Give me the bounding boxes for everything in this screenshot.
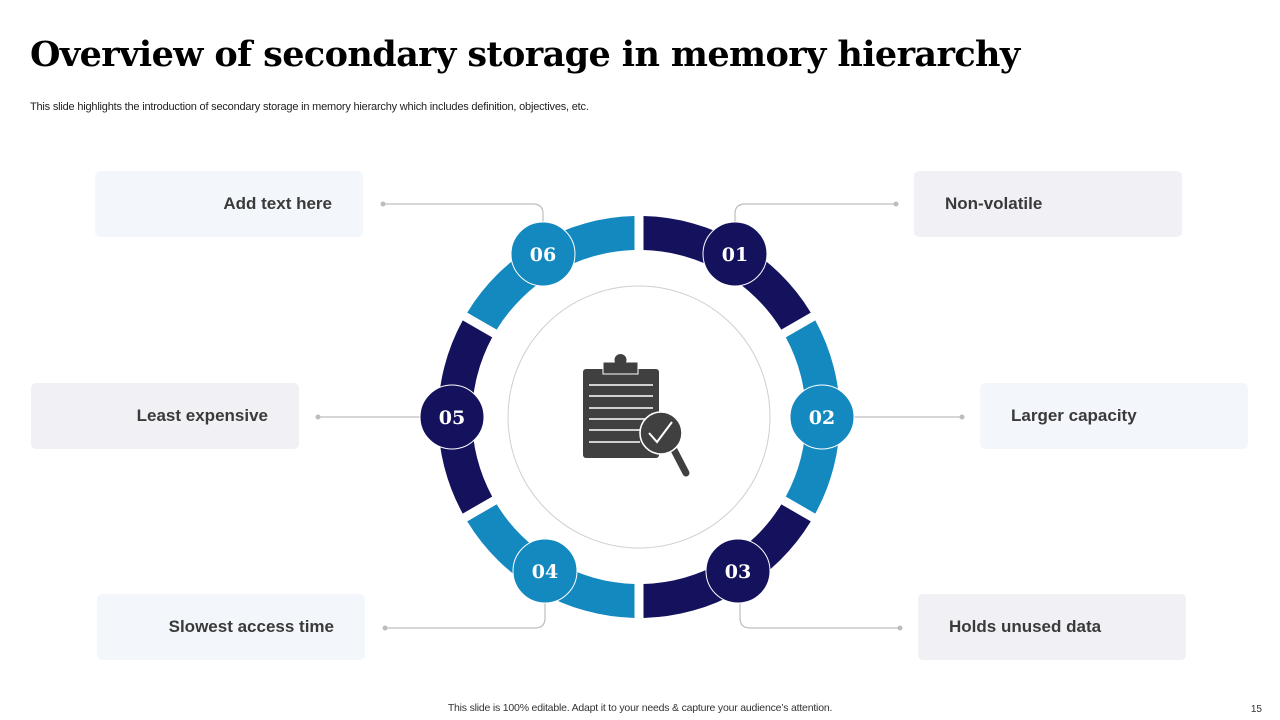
badge-06: 06: [510, 221, 576, 287]
item-box-06: Add text here: [95, 171, 363, 237]
badge-03: 03: [705, 538, 771, 604]
item-label-06: Add text here: [223, 194, 332, 213]
badge-number-04: 04: [532, 561, 558, 583]
badge-number-03: 03: [725, 561, 751, 583]
badge-02: 02: [789, 384, 855, 450]
connector-06: [383, 203, 544, 222]
item-label-05: Least expensive: [136, 406, 268, 425]
connector-dots: [315, 201, 965, 631]
footer-note: This slide is 100% editable. Adapt it to…: [447, 702, 833, 714]
item-box-05: Least expensive: [31, 383, 299, 449]
item-box-02: Larger capacity: [980, 383, 1248, 449]
slide-title: Overview of secondary storage in memory …: [30, 34, 1020, 75]
item-label-01: Non-volatile: [945, 194, 1043, 213]
connector-03: [739, 603, 900, 629]
badge-number-02: 02: [809, 407, 835, 429]
page-number: 15: [1250, 704, 1262, 715]
badge-05: 05: [419, 384, 485, 450]
item-label-03: Holds unused data: [949, 617, 1102, 636]
slide-subtitle: This slide highlights the introduction o…: [30, 101, 589, 113]
badge-number-01: 01: [722, 244, 748, 266]
item-box-04: Slowest access time: [97, 594, 365, 660]
connector-04: [385, 603, 546, 629]
inner-circle: [507, 285, 771, 549]
item-box-03: Holds unused data: [918, 594, 1186, 660]
badge-number-06: 06: [530, 244, 556, 266]
item-label-04: Slowest access time: [168, 617, 334, 636]
clipboard-magnifier-check-icon: [583, 354, 690, 477]
badge-04: 04: [512, 538, 578, 604]
badge-01: 01: [702, 221, 768, 287]
item-box-01: Non-volatile: [914, 171, 1182, 237]
connector-01: [734, 203, 896, 222]
badge-number-05: 05: [439, 407, 465, 429]
item-label-02: Larger capacity: [1011, 406, 1137, 425]
connectors: [318, 203, 962, 629]
